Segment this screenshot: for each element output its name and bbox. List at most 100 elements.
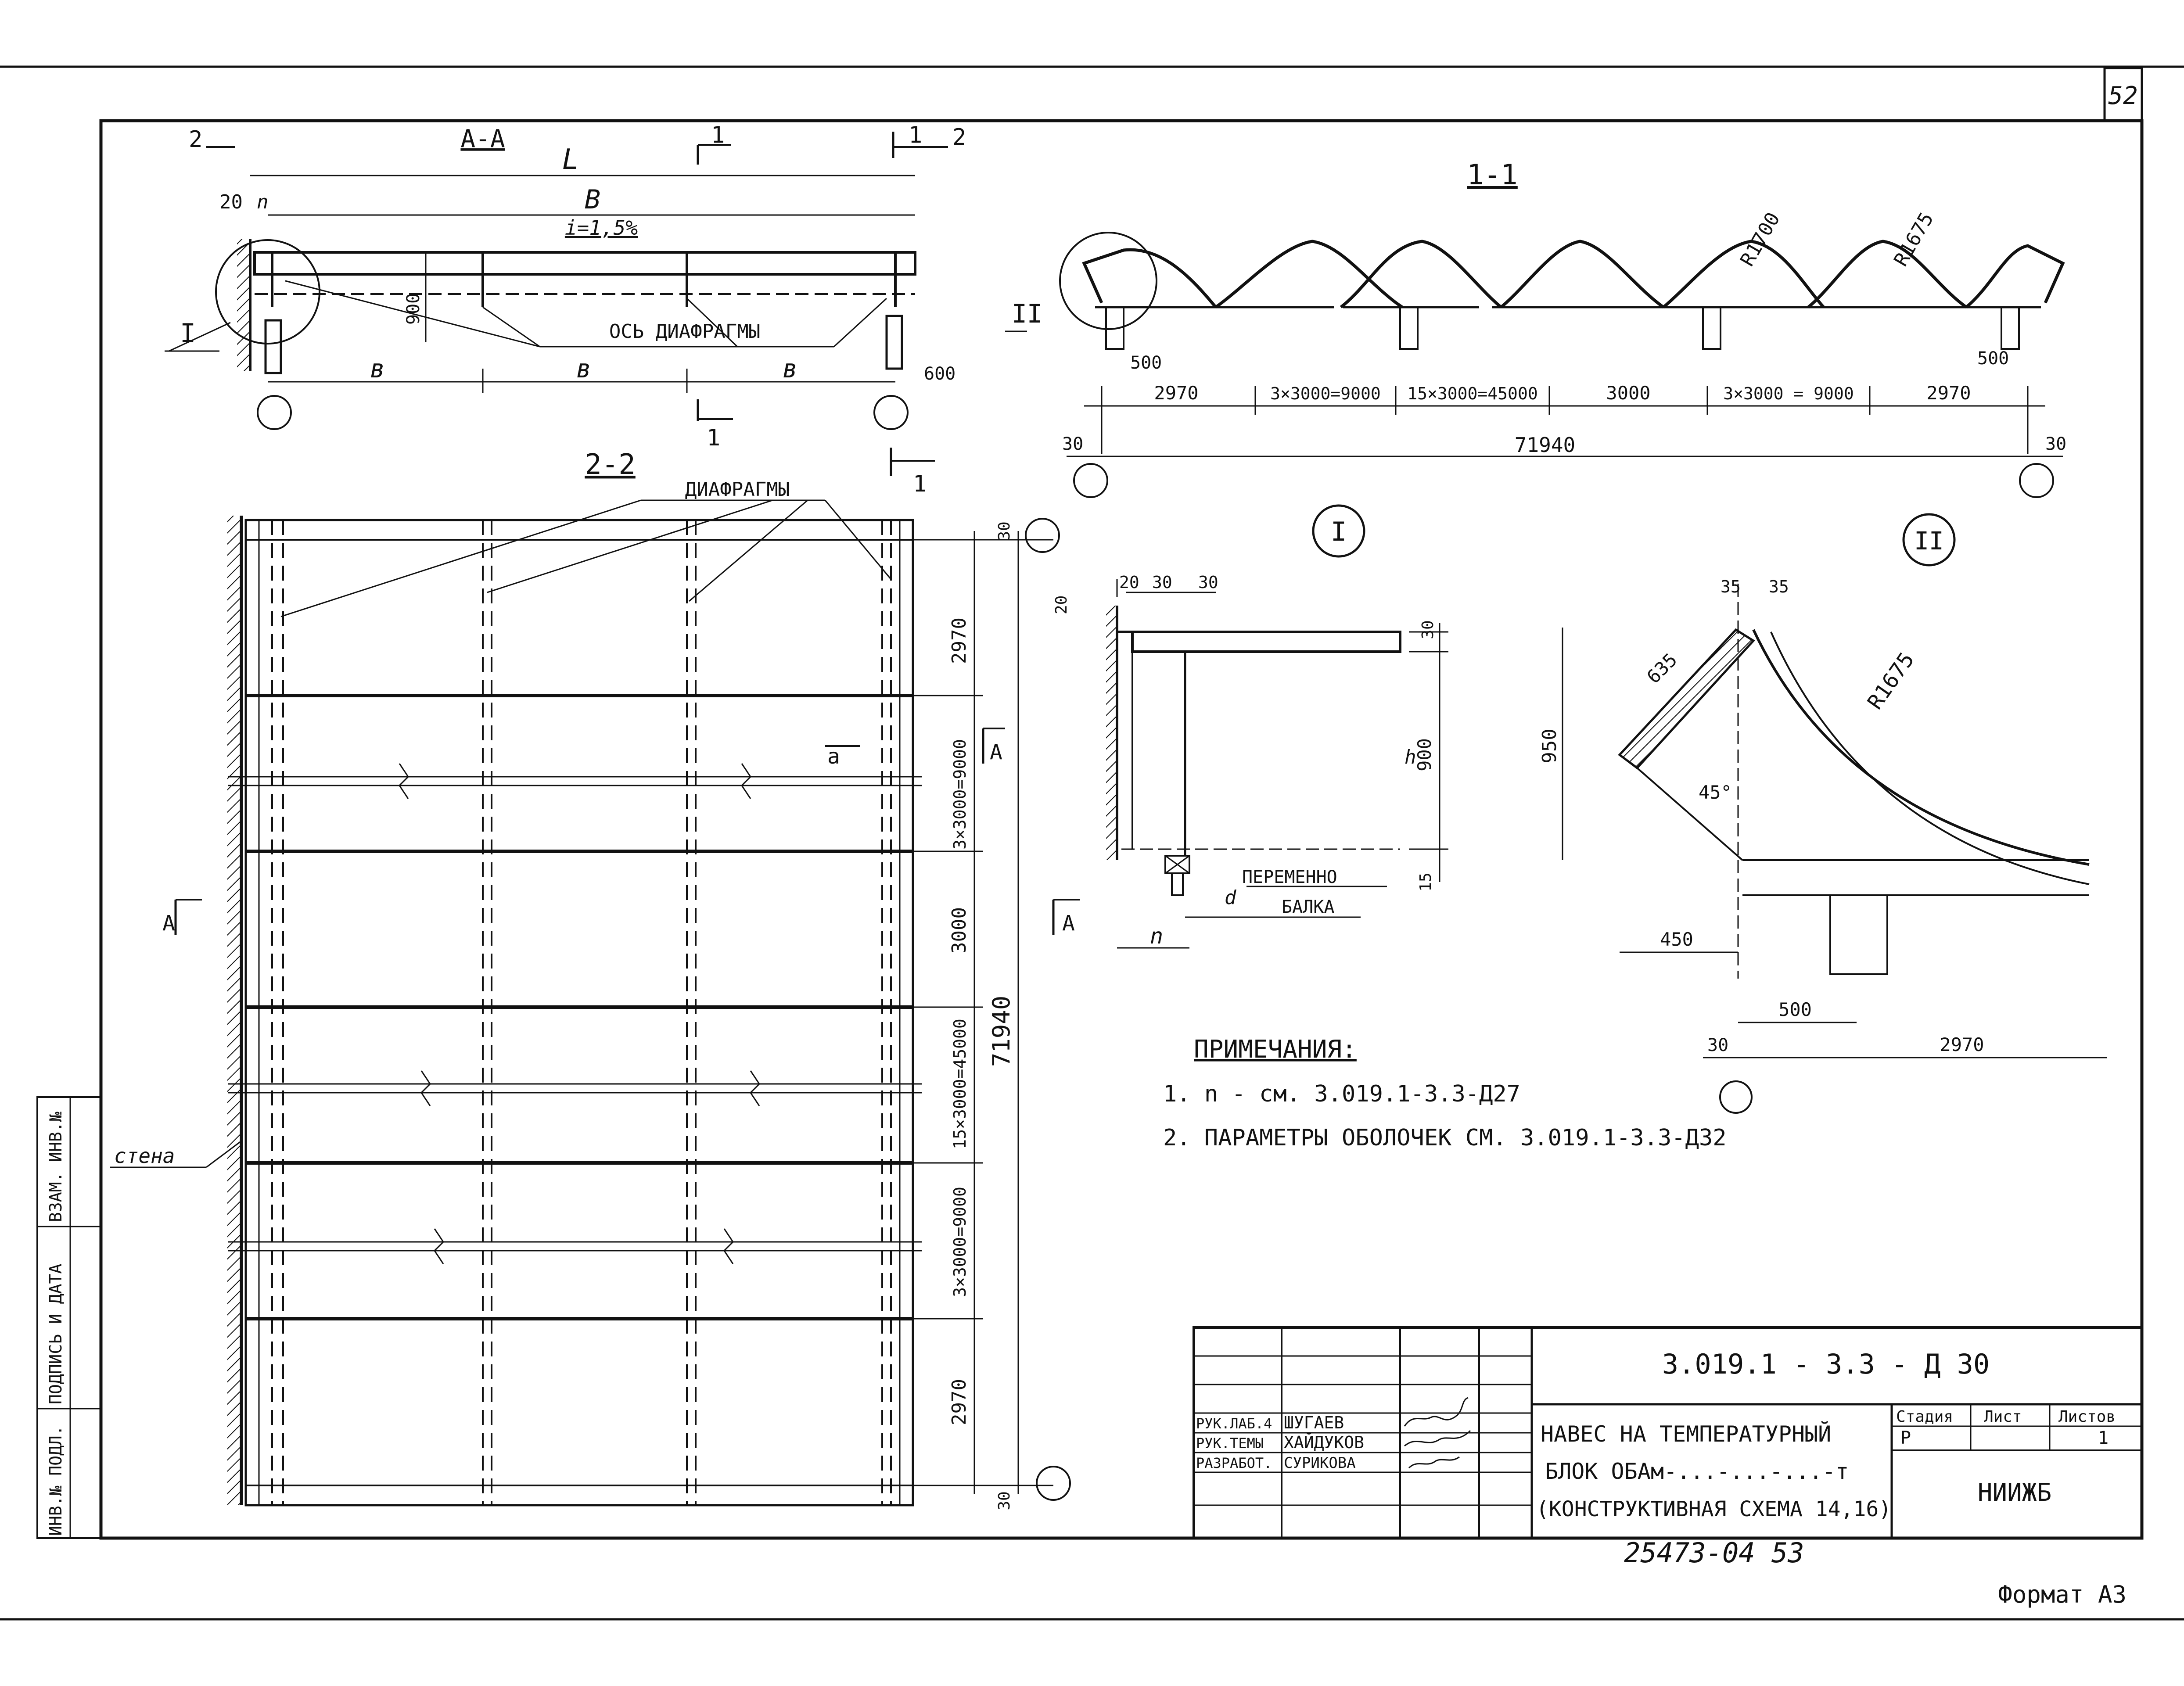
- dim-B: B: [585, 184, 600, 215]
- sheet-header: Лист: [1984, 1408, 2022, 1426]
- section-dim-5: 3×3000 = 9000: [1723, 384, 1854, 403]
- cut-A-left: А: [162, 911, 175, 936]
- role-2: РУК.ТЕМЫ: [1196, 1435, 1264, 1452]
- organization: НИИЖБ: [1978, 1478, 2052, 1507]
- view-aa-cut-1-right: 1: [909, 122, 922, 148]
- plan-dim-5: 3×3000=9000: [950, 1187, 970, 1297]
- dim-n: n: [257, 191, 269, 213]
- plan-22-title: 2-2: [585, 448, 636, 481]
- detail-II-dim-30: 30: [1707, 1035, 1728, 1055]
- title-line-1: НАВЕС НА ТЕМПЕРАТУРНЫЙ: [1541, 1421, 1831, 1447]
- detail-II-label: II: [1914, 527, 1943, 556]
- dim-500-right: 500: [1977, 348, 2009, 369]
- dim-900-aa: 900: [403, 293, 424, 325]
- document-code: 3.019.1 - 3.3 - Д 30: [1662, 1348, 1990, 1380]
- plan-dim-30-top: 30: [995, 521, 1013, 540]
- detail-I-dim-n: n: [1150, 923, 1163, 949]
- node-I-label: I: [180, 318, 196, 349]
- radius-r1700: R1700: [1736, 208, 1784, 270]
- sheet-frame: 52 Формат А3 25473-04 53: [0, 65, 2184, 1621]
- title-line-2: БЛОК ОБАм-...-...-...-т: [1545, 1459, 1849, 1484]
- beam-label: БАЛКА: [1282, 897, 1334, 917]
- sheets-value: 1: [2098, 1428, 2109, 1448]
- view-aa-cut-1-bottom: 1: [707, 425, 720, 451]
- cut-A-middle: А: [990, 740, 1002, 764]
- section-dim-6: 2970: [1926, 382, 1971, 404]
- view-aa-cut-2-right: 2: [952, 124, 966, 151]
- detail-I-dim-900: 900: [1414, 738, 1435, 771]
- diaphragms-label: ДИАФРАГМЫ: [685, 478, 790, 501]
- bay-3: в: [783, 354, 798, 384]
- view-aa-cut-2-left: 2: [189, 126, 202, 153]
- detail-I-dim-20-top: 20: [1119, 573, 1139, 592]
- plan-dim-total: 71940: [988, 996, 1015, 1067]
- section-dim-3: 15×3000=45000: [1407, 384, 1537, 403]
- title-block: 3.019.1 - 3.3 - Д 30 РУК.ЛАБ.4 РУК.ТЕМЫ …: [1193, 1326, 2143, 1539]
- title-line-3: (КОНСТРУКТИВНАЯ СХЕМА 14,16): [1536, 1497, 1891, 1521]
- view-aa-title: А-А: [460, 125, 505, 153]
- stamp-signature-date: ПОДПИСЬ И ДАТА: [46, 1264, 65, 1404]
- sheets-header: Листов: [2058, 1408, 2116, 1426]
- slope-label: i=1,5%: [565, 216, 638, 240]
- radius-r1675: R1675: [1889, 208, 1938, 270]
- view-aa: А-А 2 1 1 2 L B i=1,5% 20 n 900: [165, 122, 966, 451]
- signature-3: [1408, 1456, 1460, 1469]
- name-2: ХАЙДУКОВ: [1284, 1433, 1364, 1452]
- bay-1: в: [370, 354, 385, 384]
- detail-I-dim-30-a: 30: [1152, 573, 1172, 592]
- plan-dim-3: 3000: [948, 907, 970, 954]
- section-dim-30-right: 30: [2045, 434, 2066, 454]
- node-II-label: II: [1012, 299, 1042, 329]
- detail-I-dim-30-right: 30: [1419, 620, 1437, 639]
- name-1: ШУГАЕВ: [1284, 1413, 1344, 1432]
- detail-I-dim-d: d: [1225, 886, 1236, 909]
- bay-2: в: [576, 354, 592, 384]
- dim-L: L: [562, 143, 579, 176]
- side-stamp: ИНВ.№ ПОДЛ. ПОДПИСЬ И ДАТА ВЗАМ. ИНВ.№: [36, 1096, 102, 1539]
- plan-dim-30-bottom: 30: [995, 1491, 1013, 1510]
- stage-value: Р: [1900, 1428, 1911, 1448]
- cut-a-lower: а: [827, 744, 840, 769]
- section-dim-4: 3000: [1606, 382, 1650, 404]
- dim-600: 600: [924, 364, 956, 384]
- detail-I-dim-15: 15: [1417, 872, 1435, 891]
- variable-label: ПЕРЕМЕННО: [1242, 867, 1337, 887]
- section-dim-30-left: 30: [1062, 434, 1083, 454]
- plan-dim-2: 3×3000=9000: [950, 739, 970, 850]
- plan-22: 2-2 ДИАФРАГМЫ стена: [110, 448, 1080, 1510]
- section-dim-2: 3×3000=9000: [1270, 384, 1381, 403]
- wall-label: стена: [114, 1144, 175, 1168]
- detail-I: I 20 30 30 20 30 900 15 h ПЕРЕМЕННО БАЛК…: [1052, 504, 1448, 949]
- detail-I-label: I: [1331, 517, 1347, 547]
- notes: ПРИМЕЧАНИЯ: 1. n - см. 3.019.1-3.3-Д27 2…: [1163, 1035, 1727, 1151]
- plan-cut-1: 1: [913, 471, 927, 497]
- name-3: СУРИКОВА: [1284, 1454, 1356, 1472]
- stamp-inv-podl: ИНВ.№ ПОДЛ.: [46, 1425, 65, 1536]
- detail-II-dim-35-b: 35: [1769, 577, 1789, 596]
- page-number: 52: [2108, 82, 2137, 110]
- detail-II: II 35 35 635 R1675 950 45° 450 500 30 29…: [1538, 513, 2107, 1114]
- role-1: РУК.ЛАБ.4: [1196, 1415, 1272, 1432]
- signature-2: [1404, 1430, 1471, 1447]
- detail-II-dim-35-a: 35: [1721, 577, 1741, 596]
- plan-dim-4: 15×3000=45000: [950, 1019, 970, 1149]
- section-11: 1-1 II R1700 R1675 500 500 2970 3×3000=9…: [1005, 159, 2066, 498]
- dim-20: 20: [219, 191, 243, 213]
- format-label: Формат А3: [1998, 1581, 2127, 1608]
- archive-number: 25473-04 53: [1624, 1537, 1804, 1569]
- detail-II-dim-500: 500: [1778, 999, 1812, 1020]
- stage-header: Стадия: [1896, 1408, 1953, 1426]
- section-dim-total: 71940: [1515, 433, 1575, 457]
- detail-I-dim-20-side: 20: [1052, 595, 1070, 614]
- dim-500-left: 500: [1130, 353, 1162, 373]
- detail-II-dim-635: 635: [1642, 649, 1681, 688]
- section-dim-1: 2970: [1154, 382, 1198, 404]
- detail-I-dim-30-b: 30: [1198, 573, 1218, 592]
- note-2: 2. ПАРАМЕТРЫ ОБОЛОЧЕК СМ. 3.019.1-3.3-Д3…: [1163, 1125, 1727, 1151]
- detail-II-dim-450: 450: [1660, 929, 1693, 950]
- detail-II-radius: R1675: [1863, 648, 1919, 714]
- cut-A-right: А: [1062, 911, 1075, 936]
- detail-II-dim-2970: 2970: [1940, 1034, 1984, 1055]
- detail-I-dim-h: h: [1405, 746, 1416, 768]
